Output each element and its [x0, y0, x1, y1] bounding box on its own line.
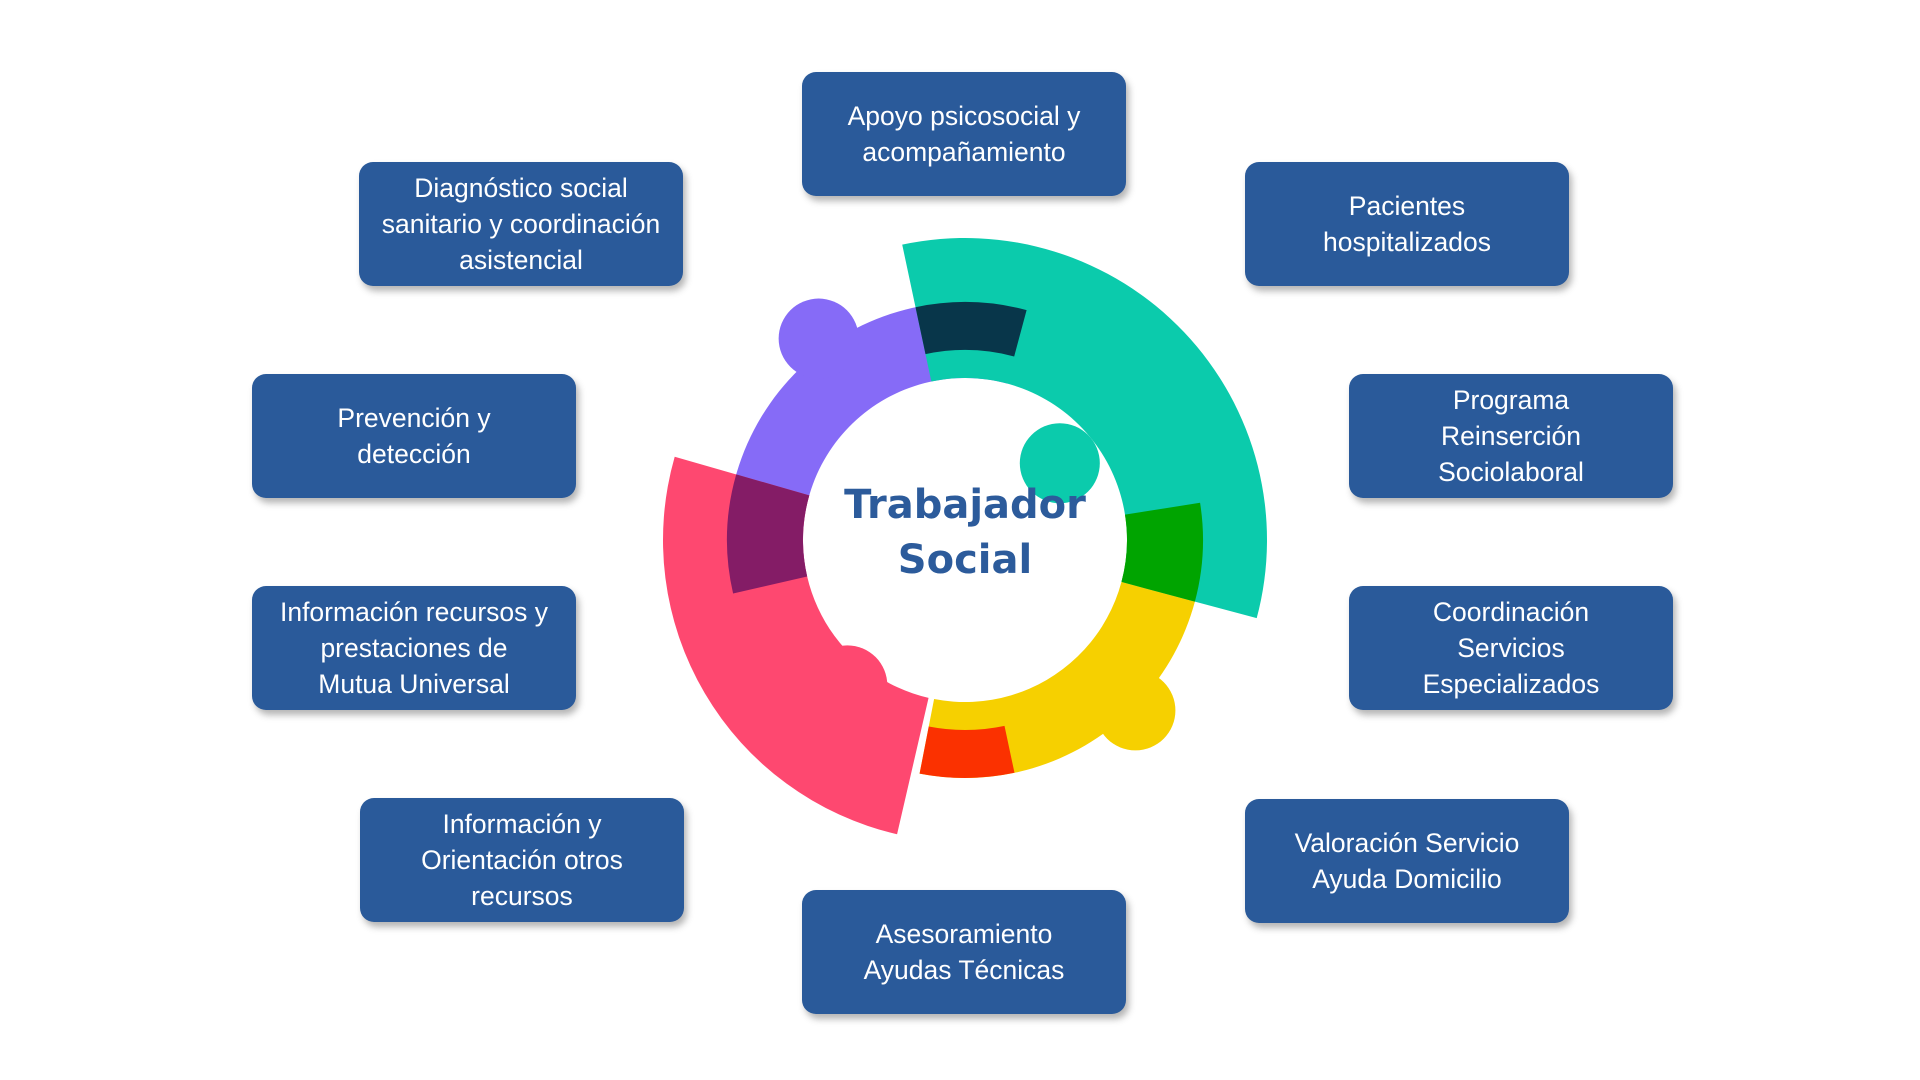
box-label: Información y Orientación otros recursos [421, 808, 623, 912]
box-label: Prevención y detección [337, 402, 491, 469]
box-diagnostico-social: Diagnóstico social sanitario y coordinac… [359, 162, 683, 286]
box-informacion-recursos: Información recursos y prestaciones de M… [252, 586, 576, 710]
overlap-purple-teal [915, 302, 1027, 357]
center-title: Trabajador Social [844, 482, 1086, 583]
box-label: Información recursos y prestaciones de M… [279, 596, 549, 700]
knob-red [807, 645, 888, 726]
box-coordinacion-servicios: Coordinación Servicios Especializados [1349, 586, 1673, 710]
box-programa-reinsercion: Programa Reinserción Sociolaboral [1349, 374, 1673, 498]
box-label: Apoyo psicosocial y acompañamiento [847, 100, 1081, 167]
box-informacion-orientacion: Información y Orientación otros recursos [360, 798, 684, 922]
box-label: Asesoramiento Ayudas Técnicas [863, 918, 1065, 985]
overlap-yellow-red [919, 725, 1015, 778]
knob-yellow [1095, 670, 1176, 751]
box-label: Pacientes hospitalizados [1323, 190, 1491, 257]
overlap-red-purple [727, 474, 810, 594]
box-label: Diagnóstico social sanitario y coordinac… [381, 172, 661, 276]
knob-teal [1019, 423, 1100, 504]
box-label: Valoración Servicio Ayuda Domicilio [1294, 827, 1520, 894]
box-asesoramiento-ayudas: Asesoramiento Ayudas Técnicas [802, 890, 1126, 1014]
overlap-teal-yellow [1121, 502, 1203, 602]
box-prevencion-deteccion: Prevención y detección [252, 374, 576, 498]
box-pacientes-hospitalizados: Pacientes hospitalizados [1245, 162, 1569, 286]
knob-purple [778, 298, 859, 379]
box-label: Programa Reinserción Sociolaboral [1438, 384, 1584, 488]
box-label: Coordinación Servicios Especializados [1422, 596, 1600, 700]
box-valoracion-servicio: Valoración Servicio Ayuda Domicilio [1245, 799, 1569, 923]
box-apoyo-psicosocial: Apoyo psicosocial y acompañamiento [802, 72, 1126, 196]
